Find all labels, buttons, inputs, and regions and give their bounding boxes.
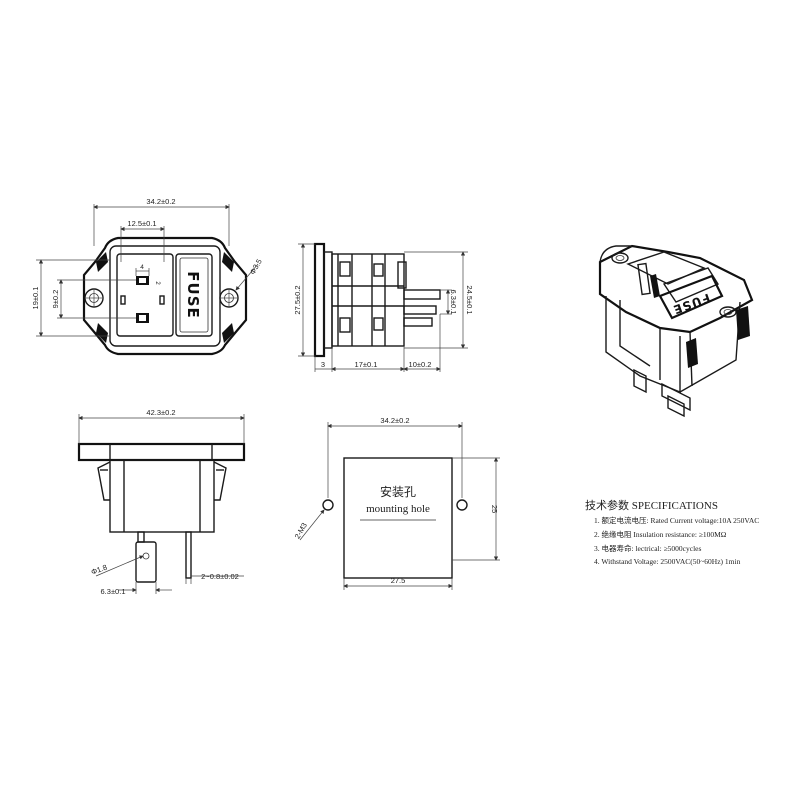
- spec-item: 2. 绝缘电阻 Insulation resistance: ≥100MΩ: [594, 529, 727, 539]
- front-pitch-dim: 12.5±0.1: [127, 219, 156, 228]
- side-flange: [313, 242, 326, 358]
- side-flange-dim: 3: [321, 360, 325, 369]
- cutout-width-dim: 34.2±0.2: [380, 416, 409, 425]
- side-height-dim: 27.5±0.2: [293, 285, 302, 314]
- iso-left-hole: [611, 252, 629, 264]
- iso-view: FUSE: [598, 244, 754, 418]
- front-pin-dim-b: 2: [154, 281, 160, 285]
- front-width-dim: 34.2±0.2: [146, 197, 175, 206]
- cutout-holes-dim: 2-M3: [293, 521, 309, 540]
- side-view: 27.5±0.2 24.5±0.1 6.3±0.1 3 17±0.1 10±0.…: [293, 242, 474, 372]
- top-tab-terminal: [135, 541, 157, 583]
- front-right-hole: [219, 288, 239, 308]
- side-tab-height-dim: 6.3±0.1: [449, 290, 458, 315]
- top-panel-dim: 2~0.8±0.02: [201, 572, 239, 581]
- top-flange: [77, 442, 246, 462]
- front-left-hole: [84, 288, 104, 308]
- cutout-view: 安装孔 mounting hole 34.2±0.2 2-M3 25 27.5: [293, 416, 500, 590]
- cutout-title-cn: 安装孔: [380, 484, 416, 499]
- specifications: 技术参数 SPECIFICATIONS 1. 额定电流电压: Rated Cur…: [585, 498, 759, 566]
- cutout-title-en: mounting hole: [366, 503, 430, 515]
- spec-item: 1. 额定电流电压: Rated Current voltage:10A 250…: [594, 515, 759, 525]
- cutout-right-hole: [456, 499, 468, 511]
- spec-heading: 技术参数 SPECIFICATIONS: [585, 498, 718, 512]
- side-right-height-dim: 24.5±0.1: [465, 285, 474, 314]
- side-tab-dim: 10±0.2: [409, 360, 432, 369]
- top-view: 42.3±0.2 Φ1.8 6.3±0.1 2~0.8±0.02: [77, 408, 246, 596]
- iso-right-hole: [719, 306, 737, 318]
- top-tab-width-dim: 6.3±0.1: [101, 587, 126, 596]
- spec-item: 4. Withstand Voltage: 2500VAC(50~60Hz) 1…: [594, 557, 741, 566]
- front-view: FUSE 34.2±0.2 12.5±0.1 4 2 19±0: [31, 197, 264, 356]
- top-width-dim: 42.3±0.2: [146, 408, 175, 417]
- side-terminal-top: [403, 289, 441, 300]
- cutout-side-dim: 25: [490, 505, 499, 513]
- cutout-left-hole: [322, 499, 334, 511]
- cutout-bottom-dim: 27.5: [391, 576, 406, 585]
- spec-item: 3. 电器寿命: lectrical: ≥5000cycles: [594, 543, 702, 553]
- cutout-panel: [343, 457, 453, 579]
- front-fuse-label: FUSE: [184, 271, 202, 318]
- front-hole-dim: Φ3.5: [248, 257, 264, 276]
- front-inner-dim: 9±0.2: [51, 290, 60, 309]
- front-pin-dim-a: 4: [140, 264, 144, 271]
- iso-fuse-label: FUSE: [671, 291, 712, 317]
- front-height-dim: 19±0.1: [31, 287, 40, 310]
- side-body-dim: 17±0.1: [355, 360, 378, 369]
